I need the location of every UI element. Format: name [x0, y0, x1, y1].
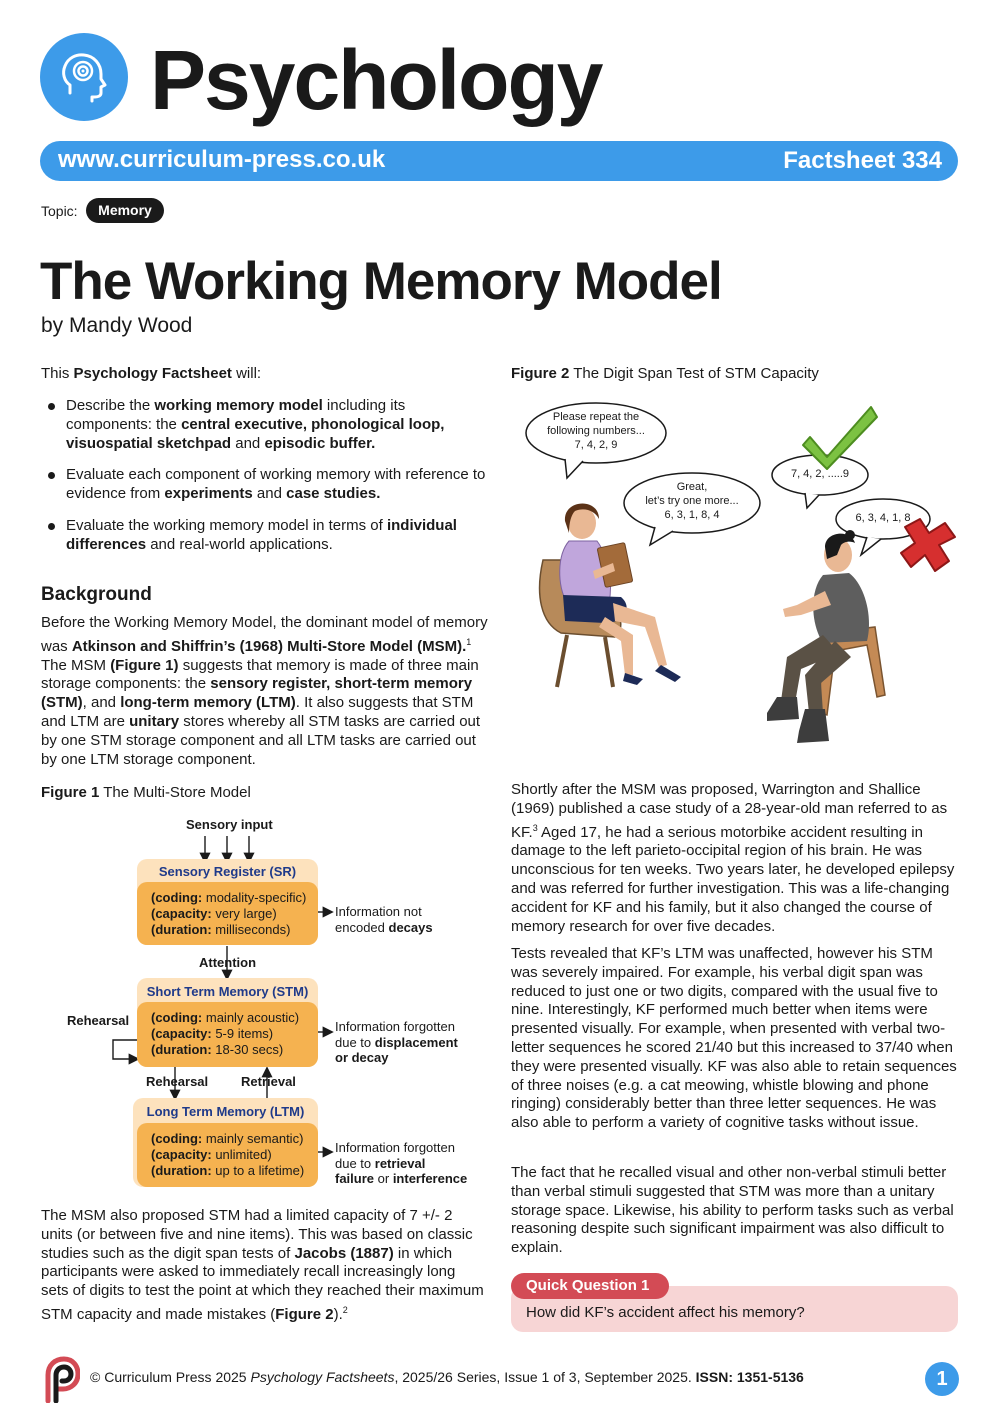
- header-bar: [40, 141, 958, 181]
- objective-item: Evaluate each component of working memor…: [41, 466, 491, 504]
- sensory-register-title: Sensory Register (SR): [158, 864, 297, 879]
- figure2-caption: Figure 2 The Digit Span Test of STM Capa…: [511, 365, 819, 382]
- cross-mark-icon: [900, 518, 956, 572]
- stm-title: Short Term Memory (STM): [146, 984, 309, 999]
- digit-span-scene: [525, 402, 956, 743]
- kf-case-paragraph: Shortly after the MSM was proposed, Warr…: [511, 781, 955, 935]
- retrieval-label: Retrieval: [241, 1074, 296, 1089]
- sr-forgetting-note: Information not encoded decays: [335, 904, 433, 935]
- topic-label: Topic:: [41, 203, 78, 219]
- ltm-details: (coding: mainly semantic) (capacity: unl…: [137, 1123, 318, 1187]
- kf-conclusion-paragraph: The fact that he recalled visual and oth…: [511, 1164, 954, 1257]
- background-heading: Background: [41, 584, 152, 605]
- sensory-input-label: Sensory input: [186, 817, 273, 832]
- sensory-register-details: (coding: modality-specific) (capacity: v…: [137, 882, 318, 945]
- background-paragraph: Before the Working Memory Model, the dom…: [41, 614, 488, 768]
- page-title: The Working Memory Model: [40, 252, 723, 311]
- check-mark-icon: [802, 406, 878, 470]
- ltm-title: Long Term Memory (LTM): [146, 1104, 305, 1119]
- stm-details: (coding: mainly acoustic) (capacity: 5-9…: [137, 1002, 318, 1067]
- ltm-forgetting-note: Information forgotten due to retrieval f…: [335, 1140, 468, 1186]
- quick-question-label: Quick Question 1: [511, 1273, 669, 1299]
- curriculum-press-logo-icon: [40, 1355, 81, 1404]
- speech-bubble-3: 7, 4, 2, .....9: [790, 468, 850, 480]
- brand-title: Psychology: [150, 33, 603, 127]
- footer-copyright: © Curriculum Press 2025 Psychology Facts…: [90, 1369, 804, 1385]
- speech-bubble-2: Great, let’s try one more... 6, 3, 1, 8,…: [645, 481, 739, 521]
- topic-badge: Memory: [86, 198, 164, 223]
- msm-capacity-paragraph: The MSM also proposed STM had a limited …: [41, 1207, 484, 1323]
- participant-figure: [767, 530, 886, 743]
- kf-tests-paragraph: Tests revealed that KF’s LTM was unaffec…: [511, 945, 957, 1132]
- factsheet-number: Factsheet 334: [783, 147, 942, 174]
- stm-forgetting-note: Information forgotten due to displacemen…: [335, 1019, 458, 1065]
- intro-lead: This Psychology Factsheet will:: [41, 365, 262, 382]
- page-number: 1: [925, 1362, 959, 1396]
- rehearsal-loop-label: Rehearsal: [67, 1013, 130, 1028]
- objectives-list: Describe the working memory model includ…: [41, 397, 491, 568]
- author-byline: by Mandy Wood: [41, 314, 193, 337]
- researcher-figure: [538, 503, 681, 688]
- brain-head-icon: [62, 53, 107, 103]
- website-link[interactable]: www.curriculum-press.co.uk: [58, 146, 386, 173]
- digit-span-illustration: Please repeat the following numbers... 7…: [505, 395, 965, 770]
- attention-label: Attention: [199, 955, 257, 970]
- speech-bubble-4: 6, 3, 4, 1, 8: [855, 512, 911, 524]
- speech-bubble-1: Please repeat the following numbers... 7…: [547, 411, 645, 451]
- quick-question-text: How did KF’s accident affect his memory?: [526, 1304, 805, 1321]
- objective-item: Describe the working memory model includ…: [41, 397, 491, 453]
- objective-item: Evaluate the working memory model in ter…: [41, 517, 491, 555]
- rehearsal-label: Rehearsal: [146, 1074, 209, 1089]
- figure1-caption: Figure 1 The Multi-Store Model: [41, 784, 251, 801]
- brand-logo-circle: [40, 33, 128, 121]
